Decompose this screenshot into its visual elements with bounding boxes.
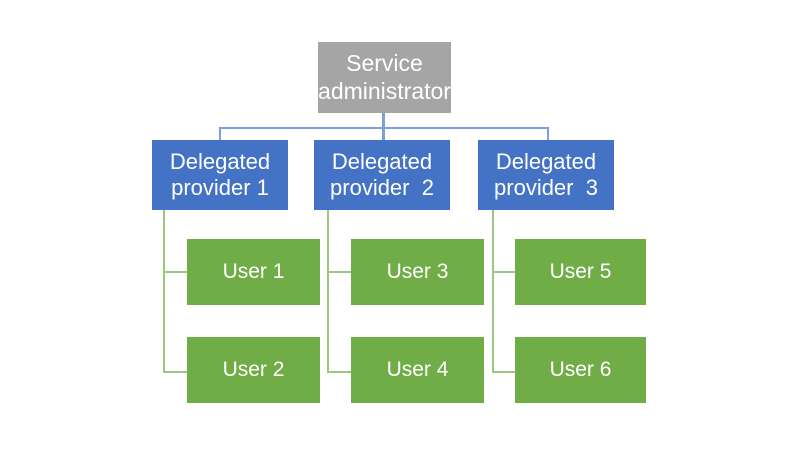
connector-user-3-stub [327, 271, 353, 273]
node-user-2[interactable]: User 2 [187, 337, 320, 403]
connector-user-6-stub [492, 371, 518, 373]
node-service-administrator[interactable]: Service administrator [318, 42, 451, 113]
connector-provider-1-spine [163, 210, 165, 373]
connector-provider-3-drop [547, 127, 549, 141]
connector-provider-2-spine [327, 210, 329, 373]
node-user-5[interactable]: User 5 [515, 239, 646, 305]
node-delegated-provider-1[interactable]: Delegated provider 1 [152, 140, 288, 210]
node-user-3[interactable]: User 3 [351, 239, 484, 305]
node-delegated-provider-2[interactable]: Delegated provider 2 [314, 140, 450, 210]
node-user-1[interactable]: User 1 [187, 239, 320, 305]
connector-provider-1-drop [219, 127, 221, 141]
connector-root-stem [382, 113, 385, 129]
node-user-4[interactable]: User 4 [351, 337, 484, 403]
connector-user-4-stub [327, 371, 353, 373]
connector-user-1-stub [163, 271, 189, 273]
connector-user-5-stub [492, 271, 518, 273]
connector-user-2-stub [163, 371, 189, 373]
connector-provider-2-drop [382, 127, 385, 141]
connector-provider-3-spine [492, 210, 494, 373]
node-delegated-provider-3[interactable]: Delegated provider 3 [478, 140, 614, 210]
node-user-6[interactable]: User 6 [515, 337, 646, 403]
